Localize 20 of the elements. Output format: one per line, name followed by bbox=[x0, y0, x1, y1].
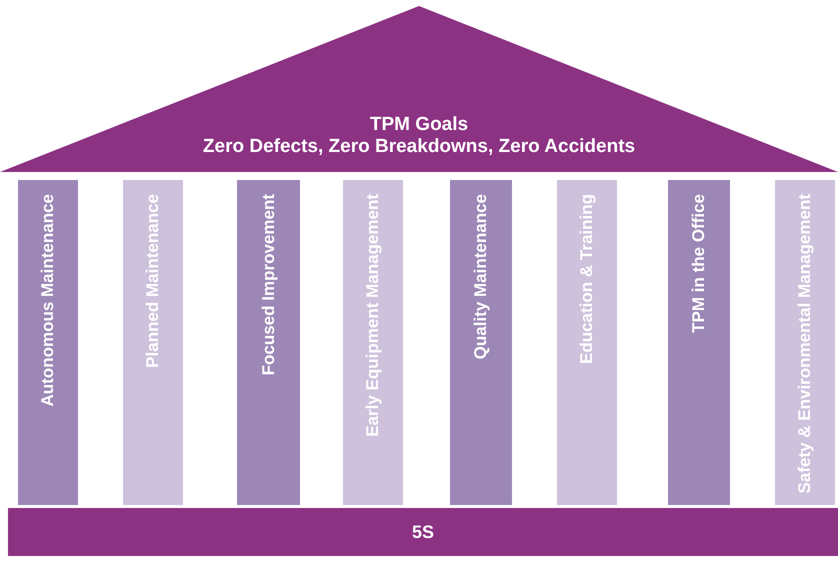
pillar-label: Education & Training bbox=[577, 194, 597, 364]
roof-subheading: Zero Defects, Zero Breakdowns, Zero Accidents bbox=[202, 136, 636, 158]
pillar bbox=[123, 180, 183, 505]
pillar bbox=[343, 180, 403, 505]
pillar bbox=[557, 180, 617, 505]
pillar-label: Early Equipment Management bbox=[363, 194, 383, 437]
pillar bbox=[18, 180, 78, 505]
base-label: 5S bbox=[412, 522, 434, 542]
pillar-label: TPM in the Office bbox=[689, 194, 709, 333]
pillar-label: Autonomous Maintenance bbox=[38, 194, 58, 407]
pillar bbox=[775, 180, 835, 505]
pillar-label: Planned Maintenance bbox=[143, 194, 163, 368]
pillar-label: Focused Improvement bbox=[258, 194, 278, 376]
pillar bbox=[237, 180, 300, 505]
roof-heading: TPM Goals bbox=[370, 114, 468, 136]
base-bar bbox=[8, 508, 838, 556]
pillar bbox=[450, 180, 512, 505]
pillar-label: Quality Maintenance bbox=[471, 194, 491, 360]
pillar-label: Safety & Environmental Management bbox=[795, 194, 815, 494]
pillar bbox=[668, 180, 730, 505]
